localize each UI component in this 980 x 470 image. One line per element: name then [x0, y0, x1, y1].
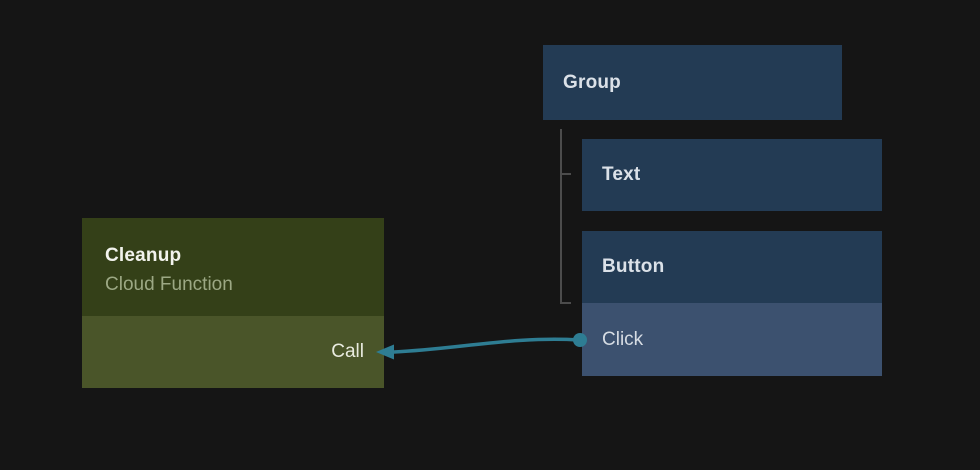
node-text-title: Text — [602, 164, 641, 185]
node-cleanup[interactable]: Cleanup Cloud Function Call — [82, 218, 384, 388]
tree-connector-vertical — [560, 129, 562, 304]
tree-connector-branch-text — [560, 173, 571, 175]
node-group[interactable]: Group — [543, 45, 842, 120]
node-cleanup-header: Cleanup Cloud Function — [82, 218, 384, 316]
tree-connector-branch-button — [560, 302, 571, 304]
port-row-call[interactable]: Call — [82, 316, 384, 388]
node-cleanup-title: Cleanup — [105, 245, 182, 266]
node-text[interactable]: Text — [582, 139, 882, 211]
node-button[interactable]: Button Click — [582, 231, 882, 376]
port-call-label: Call — [331, 341, 364, 362]
connection-wire[interactable] — [392, 337, 581, 354]
node-button-title: Button — [602, 256, 665, 277]
node-group-title: Group — [563, 71, 621, 93]
port-row-click[interactable]: Click — [582, 303, 882, 376]
port-click-label: Click — [602, 328, 644, 350]
node-cleanup-subtitle: Cloud Function — [105, 274, 233, 295]
node-button-header: Button — [582, 231, 882, 303]
